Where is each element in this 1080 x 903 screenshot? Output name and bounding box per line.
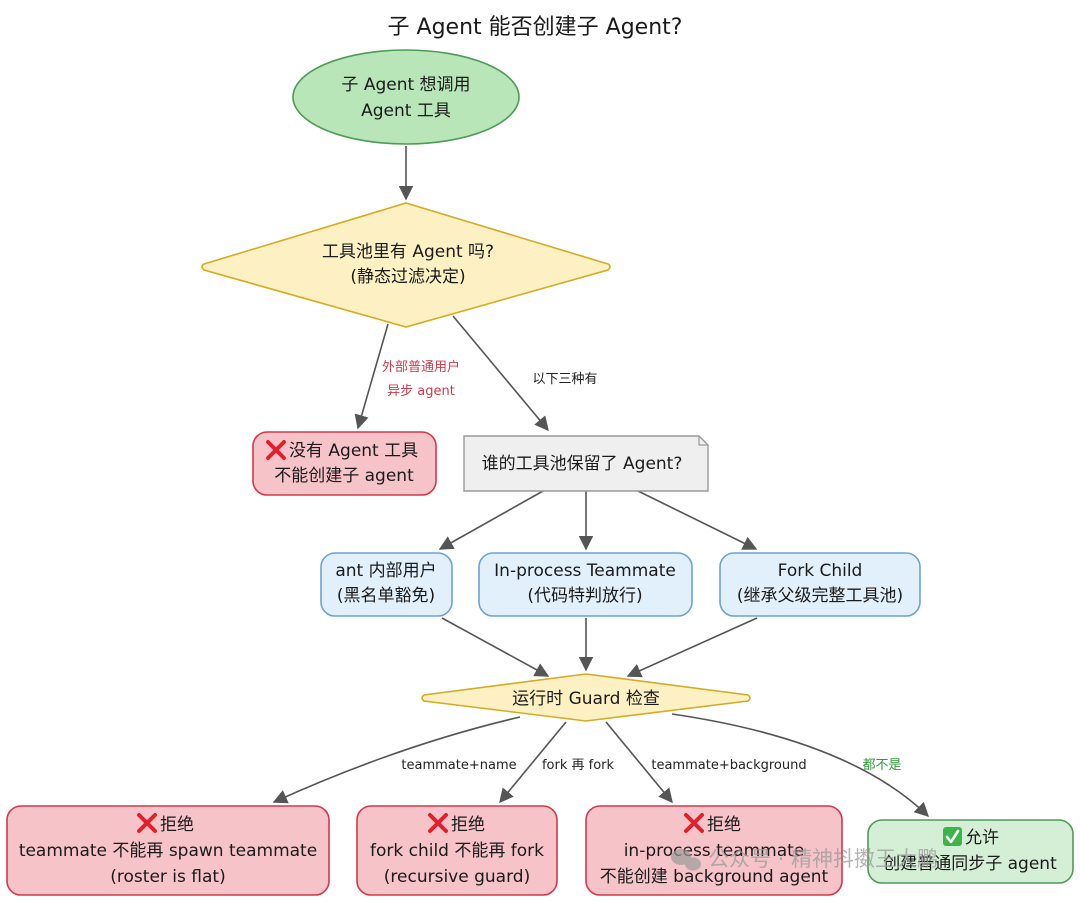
edge-guard-to-reject1 [272, 716, 521, 804]
node-allow-line2: 创建普通同步子 agent [883, 854, 1057, 874]
node-start: 子 Agent 想调用 Agent 工具 [292, 49, 520, 145]
watermark-text: 公众号 · 精神抖擞王大鹏 [708, 847, 938, 871]
node-start-line2: Agent 工具 [361, 101, 451, 121]
node-reject-2: 拒绝 fork child 不能再 fork (recursive guard) [356, 805, 558, 896]
node-no-agent-line2: 不能创建子 agent [274, 466, 414, 486]
node-allow: 允许 创建普通同步子 agent [867, 819, 1074, 884]
cross-mark-icon [684, 813, 704, 833]
node-reject-3-line3: 不能创建 background agent [600, 867, 829, 887]
edges [272, 146, 930, 818]
node-ant-user-line1: ant 内部用户 [335, 561, 436, 581]
edge-guard-to-allow [671, 713, 930, 818]
node-no-agent-line1: 没有 Agent 工具 [289, 441, 418, 461]
edge-labels: 外部普通用户 异步 agent 以下三种有 teammate+name fork… [382, 359, 902, 773]
node-in-process-line2: (代码特判放行) [527, 586, 642, 606]
wechat-icon [671, 849, 701, 871]
node-who-pool-line1: 谁的工具池保留了 Agent? [482, 454, 683, 474]
node-ant-user: ant 内部用户 (黑名单豁免) [320, 552, 453, 617]
node-fork-child: Fork Child (继承父级完整工具池) [719, 552, 921, 617]
edge-label-external-line2: 异步 agent [387, 384, 455, 399]
edge-guard-to-reject2 [499, 721, 567, 804]
edge-label-teammate-name: teammate+name [401, 758, 516, 773]
node-ant-user-line2: (黑名单豁免) [337, 586, 435, 606]
check-mark-icon [943, 827, 962, 846]
node-reject-2-line1: 拒绝 [451, 815, 485, 835]
edge-who-to-ant [438, 490, 544, 550]
edge-ant-to-guard [441, 617, 550, 677]
node-fork-child-line2: (继承父级完整工具池) [737, 586, 903, 606]
node-reject-2-line2: fork child 不能再 fork [370, 841, 544, 861]
node-in-process: In-process Teammate (代码特判放行) [478, 552, 693, 617]
node-guard-line1: 运行时 Guard 检查 [512, 689, 660, 709]
cross-mark-icon [266, 440, 286, 460]
node-who-pool: 谁的工具池保留了 Agent? [463, 435, 709, 492]
edge-decision-to-no-agent [354, 323, 389, 430]
node-reject-1: 拒绝 teammate 不能再 spawn teammate (roster i… [6, 805, 330, 896]
edge-label-fork-again: fork 再 fork [542, 758, 615, 773]
node-reject-3-line1: 拒绝 [707, 815, 741, 835]
edge-label-none: 都不是 [862, 758, 901, 773]
node-start-line1: 子 Agent 想调用 [341, 75, 470, 95]
diagram-title: 子 Agent 能否创建子 Agent? [388, 15, 683, 40]
node-decision-pool-line1: 工具池里有 Agent 吗? [322, 242, 494, 262]
node-decision-pool: 工具池里有 Agent 吗? (静态过滤决定) [201, 202, 611, 328]
node-allow-line1: 允许 [965, 828, 999, 848]
node-fork-child-line1: Fork Child [778, 561, 863, 581]
edge-decision-to-who-pool [452, 315, 549, 432]
cross-mark-icon [428, 813, 448, 833]
node-decision-pool-line2: (静态过滤决定) [350, 267, 465, 287]
edge-who-to-fork [637, 490, 758, 550]
node-reject-3-line2: in-process teammate [624, 841, 805, 861]
node-guard: 运行时 Guard 检查 [421, 673, 751, 722]
edge-fork-to-guard [626, 617, 758, 678]
edge-label-teammate-background: teammate+background [651, 758, 806, 773]
node-no-agent: 没有 Agent 工具 不能创建子 agent [252, 431, 437, 496]
watermark: 公众号 · 精神抖擞王大鹏 [671, 847, 938, 871]
node-reject-1-line2: teammate 不能再 spawn teammate [19, 841, 317, 861]
node-reject-2-line3: (recursive guard) [384, 867, 530, 887]
node-in-process-line1: In-process Teammate [494, 561, 676, 581]
edge-label-three-kinds: 以下三种有 [532, 372, 597, 387]
edge-label-external-line1: 外部普通用户 [382, 359, 460, 375]
node-reject-3: 拒绝 in-process teammate 不能创建 background a… [585, 805, 843, 896]
node-reject-1-line1: 拒绝 [160, 815, 194, 835]
edge-guard-to-reject3 [605, 721, 673, 804]
node-reject-1-line3: (roster is flat) [110, 867, 225, 887]
cross-mark-icon [137, 813, 157, 833]
